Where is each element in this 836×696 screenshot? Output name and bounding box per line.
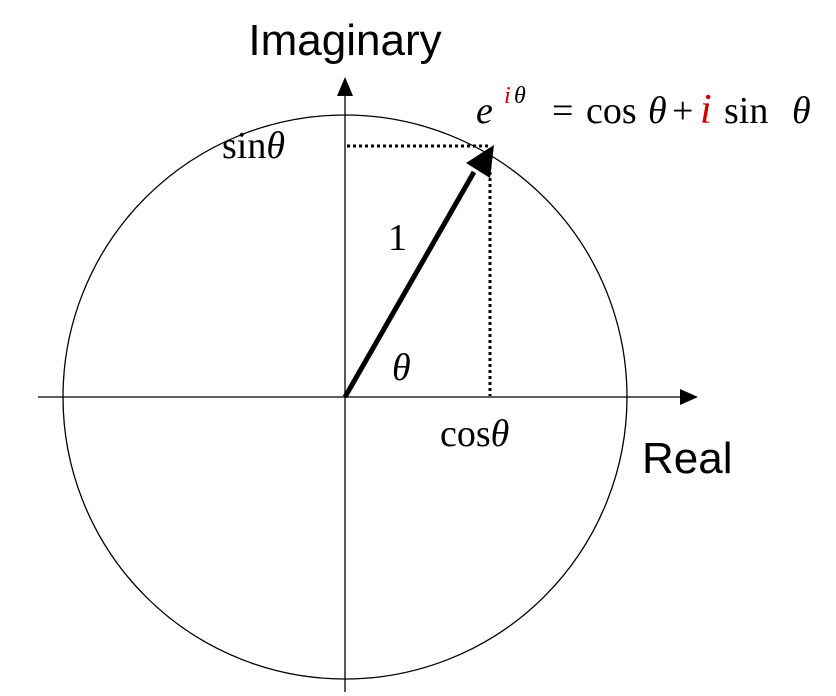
cos-theta-label: cosθ [440,413,509,455]
formula-plus: + [672,90,693,132]
euler-formula: e i θ = cos θ + i sin θ [476,70,811,133]
formula-cos: cos [586,90,637,132]
real-axis-arrowhead [680,389,698,405]
formula-i: i [700,87,712,133]
formula-exponent-i: i [504,83,511,109]
radius-vector-arrowhead [466,145,494,178]
formula-exponent-theta: θ [514,83,526,109]
real-axis-label: Real [642,434,733,483]
imaginary-axis-label: Imaginary [248,16,441,65]
imaginary-axis-arrowhead [337,77,353,96]
formula-e: e [476,90,493,132]
formula-equals: = [552,90,573,132]
radius-vector [342,170,477,399]
sin-theta-label: sinθ [222,125,285,167]
formula-sin: sin [724,90,768,132]
formula-theta-2: θ [792,90,811,132]
formula-theta-1: θ [648,90,667,132]
angle-theta-label: θ [392,347,411,389]
radius-length-label: 1 [388,217,407,259]
